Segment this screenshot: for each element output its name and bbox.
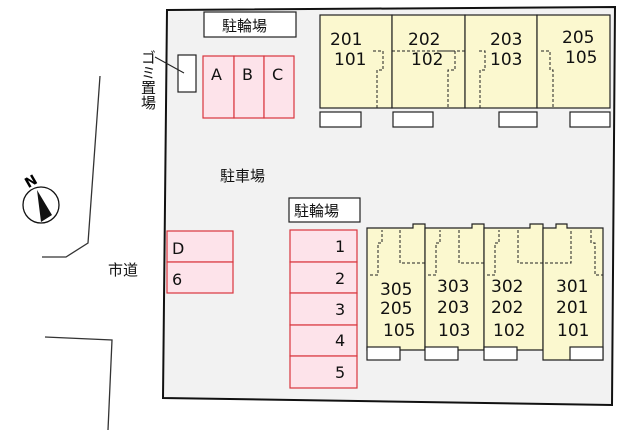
bike-parking-top — [203, 11, 297, 38]
bike-parking-bottom — [288, 197, 361, 223]
unit-301-201-101 — [542, 223, 604, 361]
parking-label-2: 2 — [335, 269, 345, 288]
parking-label-5: 5 — [335, 363, 345, 382]
road-line-upper — [42, 75, 101, 258]
bike-parking-top-label: 駐輪場 — [222, 17, 267, 35]
unit-label: 102 — [493, 321, 525, 341]
parking-space-6 — [166, 261, 234, 294]
parking-label-1: 1 — [335, 237, 345, 256]
unit-label: 105 — [565, 48, 597, 68]
bottom-unit-labels: 305 205 105 303 203 103 302 202 102 301 … — [380, 277, 589, 341]
parking-label-3: 3 — [335, 300, 345, 319]
unit-label: 103 — [490, 50, 522, 70]
north-compass-icon: N — [22, 172, 60, 224]
road-line-lower — [44, 336, 113, 431]
entrance-box — [366, 346, 401, 361]
entrance-box — [483, 346, 518, 361]
unit-label: 301 — [556, 277, 588, 297]
unit-label: 201 — [330, 30, 362, 50]
unit-label: 302 — [491, 277, 523, 297]
unit-202-102 — [391, 14, 466, 109]
unit-label: 202 — [491, 298, 523, 318]
entrance-box — [392, 111, 434, 128]
parking-label-c: C — [272, 65, 283, 84]
parking-space-3 — [289, 292, 358, 326]
entrance-box — [424, 346, 459, 361]
top-unit-labels: 201 101 202 102 203 103 205 105 — [330, 28, 597, 70]
parking-space-c — [263, 55, 295, 119]
parking-space-1 — [289, 229, 358, 263]
road-label: 市道 — [108, 261, 138, 279]
unit-label: 305 — [380, 280, 412, 300]
unit-label: 101 — [334, 50, 366, 70]
unit-203-103 — [464, 14, 538, 109]
parking-space-2 — [289, 261, 358, 294]
parking-space-d — [166, 230, 234, 263]
parking-label-a: A — [211, 65, 222, 84]
entrance-box — [569, 346, 604, 361]
parking-top-group: A B C — [202, 55, 295, 119]
garbage-leader-line — [154, 56, 185, 74]
unit-label: 105 — [383, 321, 415, 341]
parking-label-d: D — [172, 239, 184, 258]
bike-parking-bottom-label: 駐輪場 — [294, 202, 339, 220]
building-top — [319, 14, 611, 128]
parking-label-4: 4 — [335, 331, 345, 350]
parking-label-6: 6 — [172, 270, 182, 289]
garbage-label: ゴミ置場 — [139, 50, 157, 110]
unit-label: 102 — [411, 50, 443, 70]
parking-label-b: B — [242, 65, 253, 84]
unit-label: 201 — [556, 298, 588, 318]
unit-201-101 — [319, 14, 393, 109]
entrance-box — [498, 111, 538, 128]
garbage-label-text: ゴミ置場 — [139, 50, 157, 110]
parking-space-5 — [289, 355, 358, 389]
entrance-box — [319, 111, 362, 128]
unit-label: 303 — [437, 277, 469, 297]
parking-right-group: 1 2 3 4 5 — [289, 229, 358, 389]
garbage-area — [177, 54, 197, 93]
unit-label: 205 — [380, 299, 412, 319]
unit-label: 205 — [562, 28, 594, 48]
unit-label: 203 — [490, 30, 522, 50]
unit-label: 203 — [437, 298, 469, 318]
entrance-box — [569, 111, 611, 128]
unit-label: 101 — [557, 321, 589, 341]
unit-label: 202 — [408, 30, 440, 50]
building-bottom — [366, 223, 604, 361]
unit-label: 103 — [438, 321, 470, 341]
parking-lot-label: 駐車場 — [220, 167, 265, 185]
unit-205-105 — [536, 14, 611, 109]
parking-space-4 — [289, 324, 358, 357]
